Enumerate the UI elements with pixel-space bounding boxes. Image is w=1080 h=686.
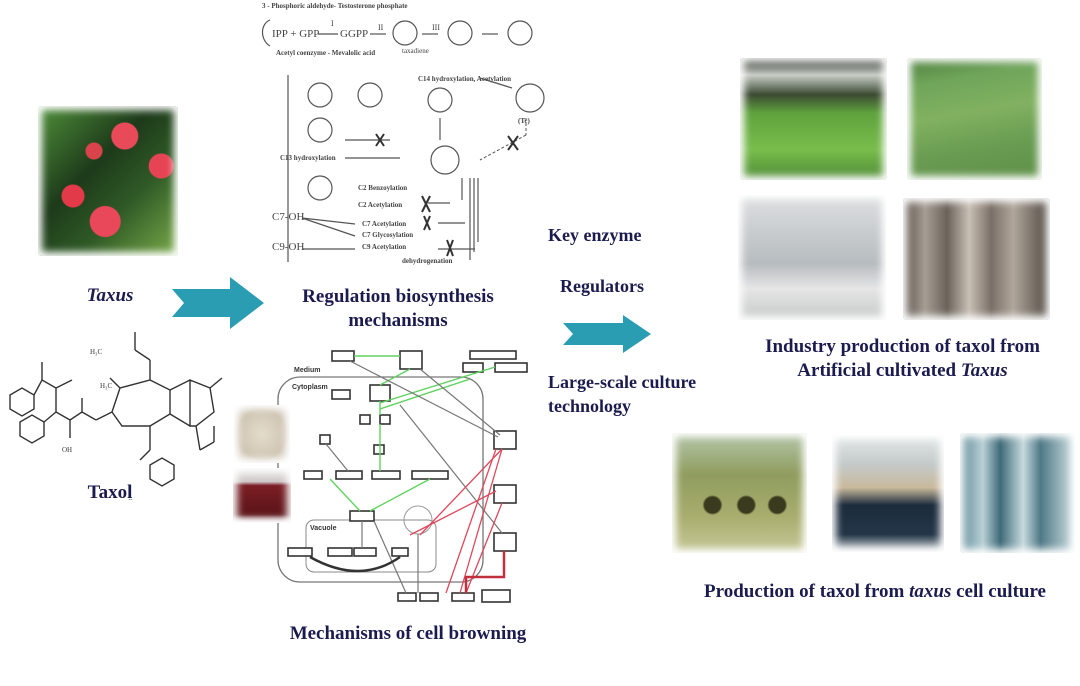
regulators-label: Regulators bbox=[560, 276, 644, 296]
taxol-structure: H₃C H₃C OH O bbox=[9, 332, 223, 500]
svg-text:(Tc): (Tc) bbox=[518, 117, 530, 125]
pathway-ipp: IPP + GPP bbox=[272, 28, 319, 40]
svg-text:C2 Benzoylation: C2 Benzoylation bbox=[358, 184, 407, 192]
cell-culture-title: Production of taxol from taxus cell cult… bbox=[704, 581, 1046, 602]
arrow-right-icon bbox=[563, 315, 651, 353]
field-photo bbox=[907, 58, 1042, 180]
biosynthesis-pathway-diagram: 3 - Phosphoric aldehyde- Testosterone ph… bbox=[261, 2, 545, 265]
large-scale-label: Large-scale culture technology bbox=[548, 370, 728, 418]
lab-bioreactor-photo bbox=[738, 195, 886, 320]
industry-line1: Industry production of taxol from bbox=[765, 336, 1040, 357]
svg-text:C2 Acetylation: C2 Acetylation bbox=[358, 201, 402, 209]
svg-text:II: II bbox=[378, 23, 384, 32]
biosynthesis-title: Regulation biosynthesis mechanisms bbox=[268, 285, 528, 333]
biosynthesis-title-line2: mechanisms bbox=[348, 310, 448, 331]
svg-text:C14 hydroxylation, Acetylation: C14 hydroxylation, Acetylation bbox=[418, 75, 511, 83]
svg-text:C13 hydroxylation: C13 hydroxylation bbox=[280, 154, 336, 162]
svg-text:C7 Glycosylation: C7 Glycosylation bbox=[362, 231, 413, 239]
browning-title: Mechanisms of cell browning bbox=[289, 623, 527, 644]
callus-photo-browned bbox=[233, 468, 291, 523]
svg-text:Medium: Medium bbox=[294, 367, 320, 374]
callus-photo-healthy bbox=[234, 405, 290, 463]
industrial-tanks-photo bbox=[903, 198, 1050, 320]
svg-text:O: O bbox=[128, 498, 133, 500]
large-scale-line1: Large-scale culture bbox=[548, 372, 697, 392]
taxus-label: Taxus bbox=[86, 285, 134, 306]
greenhouse-photo bbox=[740, 58, 887, 180]
svg-text:H₃C: H₃C bbox=[100, 382, 112, 390]
large-scale-line2: technology bbox=[548, 396, 631, 416]
svg-text:dehydrogenation: dehydrogenation bbox=[402, 257, 453, 265]
svg-text:Cytoplasm: Cytoplasm bbox=[292, 384, 328, 391]
key-enzyme-label: Key enzyme bbox=[548, 225, 642, 245]
pathway-sub: Acetyl coenzyme - Mevalolic acid bbox=[276, 49, 375, 57]
svg-text:III: III bbox=[432, 23, 440, 32]
svg-text:OH: OH bbox=[62, 446, 72, 454]
industrial-bioreactor-photo bbox=[960, 433, 1075, 553]
cell-browning-diagram: Medium Cytoplasm Vacuole bbox=[277, 350, 528, 603]
pathway-ggpp: GGPP bbox=[340, 28, 368, 40]
plantlet-culture-photo bbox=[672, 433, 807, 553]
taxus-photo bbox=[38, 106, 178, 256]
svg-text:taxadiene: taxadiene bbox=[402, 47, 429, 55]
taxol-label: Taxol bbox=[87, 482, 133, 503]
svg-text:I: I bbox=[331, 19, 334, 28]
svg-text:C7 Acetylation: C7 Acetylation bbox=[362, 220, 406, 228]
svg-text:C9 Acetylation: C9 Acetylation bbox=[362, 243, 406, 251]
svg-text:H₃C: H₃C bbox=[90, 348, 102, 356]
industry-title: Industry production of taxol from Artifi… bbox=[740, 335, 1065, 383]
glass-bioreactor-photo bbox=[832, 435, 944, 552]
arrow-right-icon bbox=[172, 277, 264, 329]
pathway-header: 3 - Phosphoric aldehyde- Testosterone ph… bbox=[262, 2, 408, 10]
svg-text:Vacuole: Vacuole bbox=[310, 525, 337, 532]
biosynthesis-title-line1: Regulation biosynthesis bbox=[302, 286, 494, 307]
industry-line2: Artificial cultivated Taxus bbox=[797, 360, 1008, 381]
